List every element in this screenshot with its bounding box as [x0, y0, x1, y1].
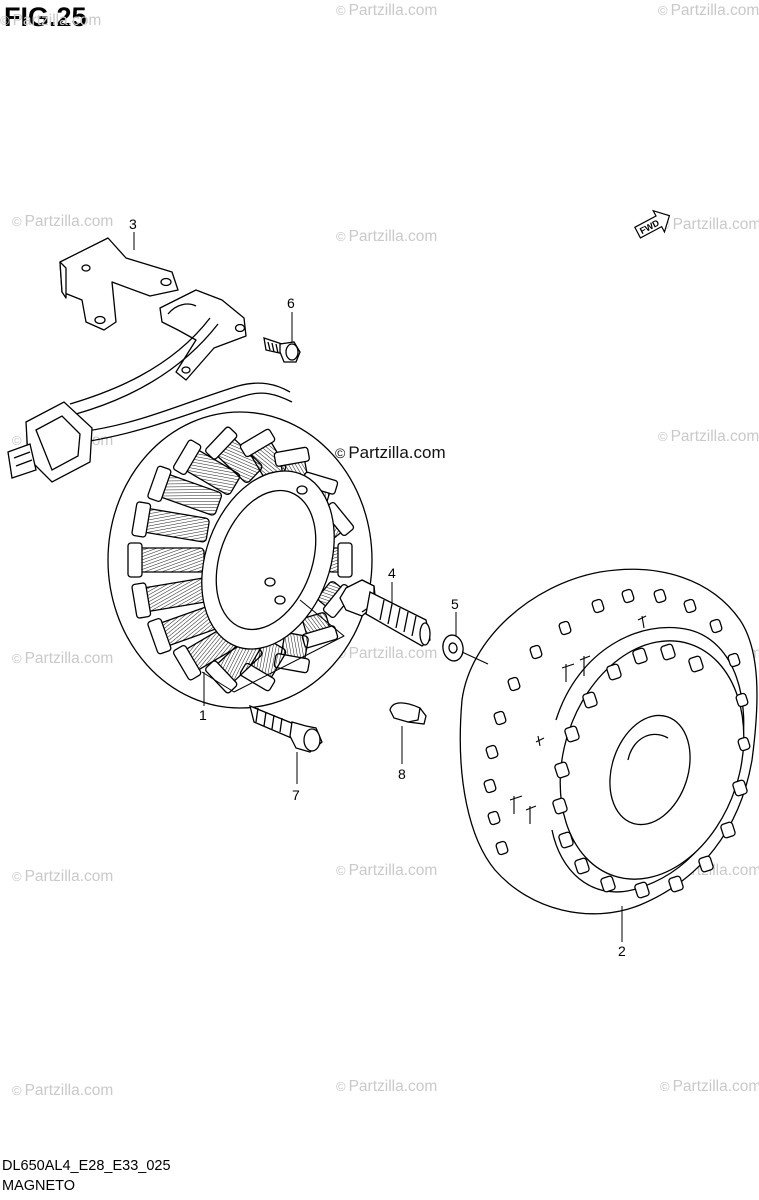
callout-6: 6 — [287, 295, 295, 311]
coil-pole — [147, 465, 223, 516]
watermark: ©Partzilla.com — [12, 868, 114, 885]
rotor-hole — [529, 644, 543, 660]
rotor-hole — [600, 875, 616, 893]
callout-7: 7 — [292, 787, 300, 803]
rotor-hole — [660, 643, 676, 661]
watermark: ©Partzilla.com — [336, 862, 438, 879]
watermark: ©Partzilla.com — [658, 2, 759, 19]
watermark: ©Partzilla.com — [336, 1078, 438, 1095]
callout-1: 1 — [199, 707, 207, 723]
rotor-hole — [485, 744, 499, 760]
coil-pole — [205, 426, 263, 484]
rotor-hole — [735, 692, 749, 708]
rotor-hole — [487, 810, 501, 826]
watermark: ©Partzilla.com — [336, 228, 438, 245]
rotor-hole — [698, 855, 714, 873]
rotor-hole — [558, 620, 572, 636]
rotor-hole — [574, 857, 590, 875]
watermark: ©Partzilla.com — [658, 428, 759, 445]
watermark: ©Partzilla.com — [12, 650, 114, 667]
rotor-hole — [621, 588, 635, 604]
rotor-hole — [558, 831, 574, 849]
watermark: ©Partzilla.com — [12, 213, 114, 230]
rotor-hole — [737, 736, 751, 752]
rotor-hole — [720, 821, 736, 839]
rotor-hole — [483, 778, 497, 794]
stator-coil-icon — [107, 411, 373, 709]
coil-pole — [172, 439, 241, 496]
woodruff-key-icon — [389, 702, 427, 725]
rotor-flywheel-icon — [459, 568, 758, 915]
forward-arrow-icon: FWD — [634, 209, 671, 239]
lead-wire-clamp-icon — [59, 237, 247, 381]
rotor-bolt-icon — [339, 579, 431, 647]
rotor-hole — [634, 881, 650, 899]
coil-pole — [127, 542, 205, 578]
rotor-hole — [688, 655, 704, 673]
coil-pole — [131, 501, 210, 543]
stator-bolt-icon — [249, 704, 323, 753]
washer-icon — [442, 634, 464, 662]
watermark: ©Partzilla.com — [336, 2, 438, 19]
figure-title: FIG.25 — [4, 2, 87, 32]
watermark: ©Partzilla.com — [660, 1078, 759, 1095]
callout-5: 5 — [451, 596, 459, 612]
rotor-hole — [632, 647, 648, 665]
rotor-hole — [493, 710, 507, 726]
rotor-hole — [606, 663, 622, 681]
watermark: ©Partzilla.com — [335, 443, 446, 462]
rotor-hole — [668, 875, 684, 893]
connector-plug-icon — [7, 401, 93, 483]
rotor-hole — [727, 652, 741, 668]
rotor-hole — [591, 598, 605, 614]
watermark: ©Partzilla.com — [0, 12, 102, 29]
rotor-hole — [495, 840, 509, 856]
watermark: ©Partzilla.com — [12, 1082, 114, 1099]
rotor-hole — [732, 779, 748, 797]
callout-4: 4 — [388, 565, 396, 581]
figure-caption: MAGNETO — [2, 1178, 76, 1194]
coil-pole — [327, 542, 353, 578]
rotor-hole — [653, 588, 667, 604]
figure-code: DL650AL4_E28_E33_025 — [2, 1158, 171, 1174]
lead-wire-harness — [69, 317, 293, 443]
callout-8: 8 — [398, 766, 406, 782]
rotor-hole — [683, 598, 697, 614]
rotor-hole — [552, 797, 568, 815]
clamp-screw-icon — [263, 337, 301, 363]
rotor-hole — [507, 676, 521, 692]
rotor-hole — [564, 725, 580, 743]
rotor-hole — [709, 618, 723, 634]
rotor-hole — [582, 691, 598, 709]
callout-3: 3 — [129, 216, 137, 232]
rotor-hole — [554, 761, 570, 779]
leader-lines — [133, 232, 623, 942]
callout-2: 2 — [618, 943, 626, 959]
